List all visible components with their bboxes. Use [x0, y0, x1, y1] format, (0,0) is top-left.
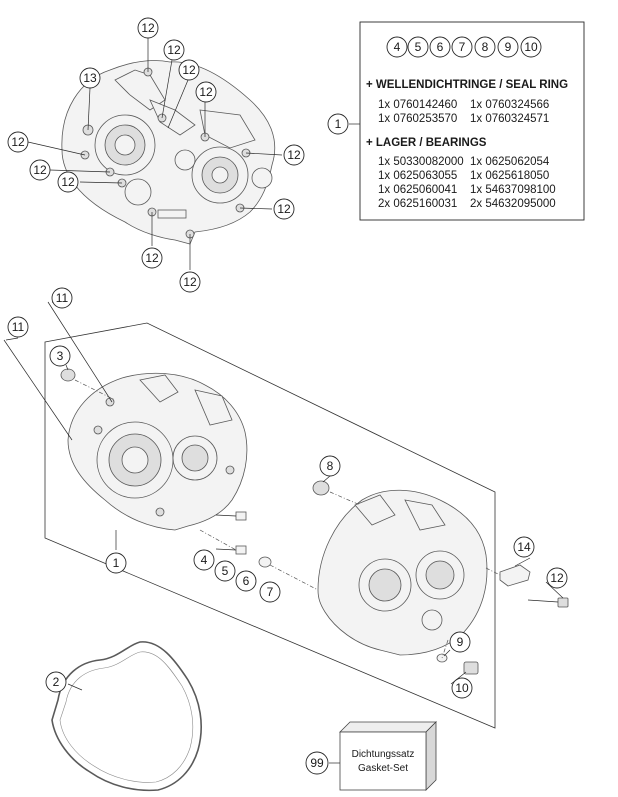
seal-heading: + WELLENDICHTRINGE / SEAL RING: [366, 79, 568, 91]
bearing-part: 1x 0625060041: [378, 184, 457, 196]
callout-12: 12: [550, 571, 564, 585]
callout-8: 8: [482, 40, 489, 54]
seal-part: 1x 0760142460: [378, 99, 457, 111]
callout-12: 12: [141, 21, 155, 35]
callout-12: 12: [33, 163, 47, 177]
callout-12: 12: [287, 148, 301, 162]
top-crankcase-assembly: [61, 60, 276, 245]
callout-6: 6: [243, 574, 250, 588]
callout-2: 2: [53, 675, 60, 689]
bearing-heading: + LAGER / BEARINGS: [366, 137, 487, 149]
callout-11: 11: [12, 320, 25, 334]
seal-part: 1x 0760324566: [470, 99, 549, 111]
callout-9: 9: [505, 40, 512, 54]
callout-13: 13: [83, 71, 97, 85]
seal-part: 1x 0760253570: [378, 113, 457, 125]
callout-1: 1: [335, 117, 342, 131]
bearing-part: 1x 0625062054: [470, 156, 550, 168]
callout-12: 12: [277, 202, 291, 216]
bearing-part: 1x 54637098100: [470, 184, 556, 196]
callout-12: 12: [11, 135, 25, 149]
callout-5: 5: [222, 564, 229, 578]
lower-leader-lines: [5, 301, 564, 764]
callout-12: 12: [61, 175, 75, 189]
callout-9: 9: [457, 635, 464, 649]
bearing-part: 1x 0625063055: [378, 170, 457, 182]
lower-callouts: 11 11 3 1 8 4 5 6 7 14 12 9 10 2 99: [7, 287, 568, 775]
callout-4: 4: [201, 553, 208, 567]
seal-part: 1x 0760324571: [470, 113, 549, 125]
callout-8: 8: [327, 459, 334, 473]
gasket-set-line2: Gasket-Set: [358, 763, 408, 774]
callout-14: 14: [517, 540, 531, 554]
top-leader-lines: [27, 38, 283, 270]
callout-12: 12: [182, 63, 196, 77]
callout-12: 12: [145, 251, 159, 265]
callout-6: 6: [437, 40, 444, 54]
callout-12: 12: [167, 43, 181, 57]
callout-12: 12: [183, 275, 197, 289]
bearing-part: 2x 0625160031: [378, 198, 457, 210]
bearing-part: 1x 50330082000: [378, 156, 464, 168]
callout-7: 7: [459, 40, 466, 54]
gasket-set-line1: Dichtungssatz: [352, 749, 415, 760]
callout-3: 3: [57, 349, 64, 363]
callout-7: 7: [267, 585, 274, 599]
info-box: 1 4 5 6 7 8 9 10 + WELLENDICHTRINGE / SE…: [327, 21, 585, 221]
right-crankcase-half: [317, 489, 488, 656]
callout-10: 10: [455, 681, 469, 695]
bearing-part: 1x 0625618050: [470, 170, 549, 182]
gasket-set-box: Dichtungssatz Gasket-Set: [339, 721, 437, 791]
callout-4: 4: [394, 40, 401, 54]
callout-5: 5: [415, 40, 422, 54]
callout-12: 12: [199, 85, 213, 99]
assembly-lines: [74, 379, 501, 659]
callout-10: 10: [524, 40, 538, 54]
callout-11: 11: [56, 291, 69, 305]
small-parts: [3, 301, 569, 675]
bearing-part: 2x 54632095000: [470, 198, 556, 210]
top-callouts: 12 12 12 13 12 12 12 12 12 12 12 12: [7, 17, 305, 293]
left-crankcase-half: [67, 372, 248, 531]
callout-1: 1: [113, 556, 120, 570]
exploded-frame: [44, 322, 496, 729]
callout-99: 99: [310, 756, 324, 770]
crankcase-gasket: [51, 641, 202, 792]
